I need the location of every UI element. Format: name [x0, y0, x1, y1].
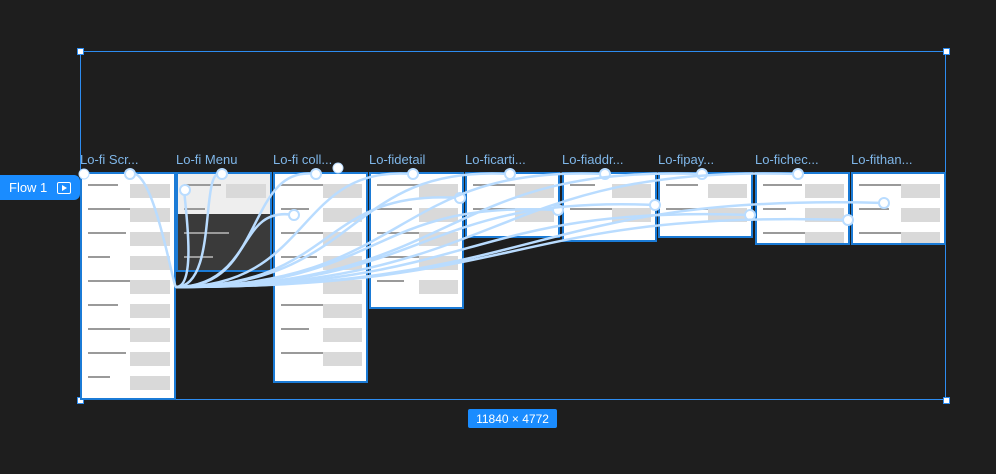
frame-label[interactable]: Lo-fipay... — [658, 152, 715, 167]
resize-handle-tl[interactable] — [77, 48, 84, 55]
frame-label[interactable]: Lo-fidetail — [369, 152, 426, 167]
frame-thumbnail[interactable] — [80, 172, 176, 400]
frame-thumbnail[interactable] — [562, 172, 657, 242]
frame-thumbnail[interactable] — [755, 172, 850, 245]
frame-label[interactable]: Lo-fi Scr... — [80, 152, 139, 167]
frame-label[interactable]: Lo-fithan... — [851, 152, 913, 167]
frame-label[interactable]: Lo-fiaddr... — [562, 152, 624, 167]
frame-thumbnail[interactable] — [273, 172, 368, 383]
flow-label: Flow 1 — [9, 180, 48, 195]
frame-label[interactable]: Lo-fichec... — [755, 152, 819, 167]
flow-starting-point[interactable]: Flow 1 — [0, 175, 80, 200]
frame-thumbnail[interactable] — [465, 172, 560, 238]
frame-label[interactable]: Lo-fi coll... — [273, 152, 333, 167]
resize-handle-br[interactable] — [943, 397, 950, 404]
frame-label[interactable]: Lo-ficarti... — [465, 152, 526, 167]
frame-thumbnail[interactable] — [369, 172, 464, 309]
play-flow-icon[interactable] — [57, 181, 72, 194]
resize-handle-tr[interactable] — [943, 48, 950, 55]
frame-thumbnail[interactable] — [658, 172, 753, 238]
frame-thumbnail[interactable] — [851, 172, 946, 245]
selection-size-badge: 11840 × 4772 — [468, 409, 557, 428]
frame-label[interactable]: Lo-fi Menu — [176, 152, 238, 167]
frame-thumbnail[interactable] — [176, 172, 272, 272]
